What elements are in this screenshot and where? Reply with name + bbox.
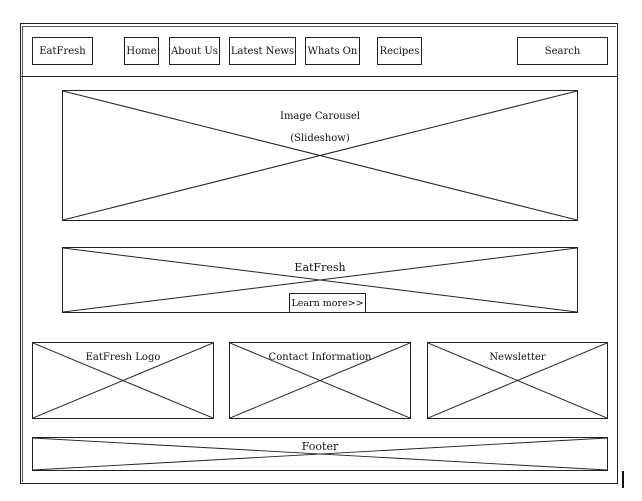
nav-about-button[interactable]: About Us <box>169 37 220 65</box>
placeholder-cross-icon <box>33 438 607 470</box>
footer-placeholder: Footer <box>32 437 608 471</box>
page-frame <box>20 23 618 484</box>
image-carousel-placeholder: Image Carousel (Slideshow) <box>62 90 578 221</box>
placeholder-cross-icon <box>428 343 607 418</box>
logo-placeholder-label: EatFresh Logo <box>85 352 161 363</box>
carousel-sublabel: (Slideshow) <box>290 133 350 144</box>
placeholder-cross-icon <box>33 343 213 418</box>
contact-placeholder-label: Contact Information <box>268 352 372 363</box>
search-button[interactable]: Search <box>517 37 608 65</box>
carousel-label: Image Carousel <box>280 111 360 122</box>
header-divider <box>20 76 618 77</box>
newsletter-placeholder-label: Newsletter <box>489 352 546 363</box>
contact-placeholder: Contact Information <box>229 342 411 419</box>
nav-whats-on-button[interactable]: Whats On <box>305 37 360 65</box>
logo-placeholder: EatFresh Logo <box>32 342 214 419</box>
nav-latest-news-button[interactable]: Latest News <box>229 37 296 65</box>
placeholder-cross-icon <box>230 343 410 418</box>
placeholder-cross-icon <box>63 91 577 220</box>
newsletter-placeholder: Newsletter <box>427 342 608 419</box>
nav-recipes-button[interactable]: Recipes <box>377 37 422 65</box>
banner-title: EatFresh <box>294 261 346 274</box>
logo-button[interactable]: EatFresh <box>32 37 93 65</box>
text-cursor-icon <box>622 471 624 488</box>
learn-more-button[interactable]: Learn more>> <box>289 293 366 313</box>
nav-home-button[interactable]: Home <box>124 37 159 65</box>
placeholder-cross-icon <box>63 248 577 312</box>
footer-label: Footer <box>301 440 339 453</box>
